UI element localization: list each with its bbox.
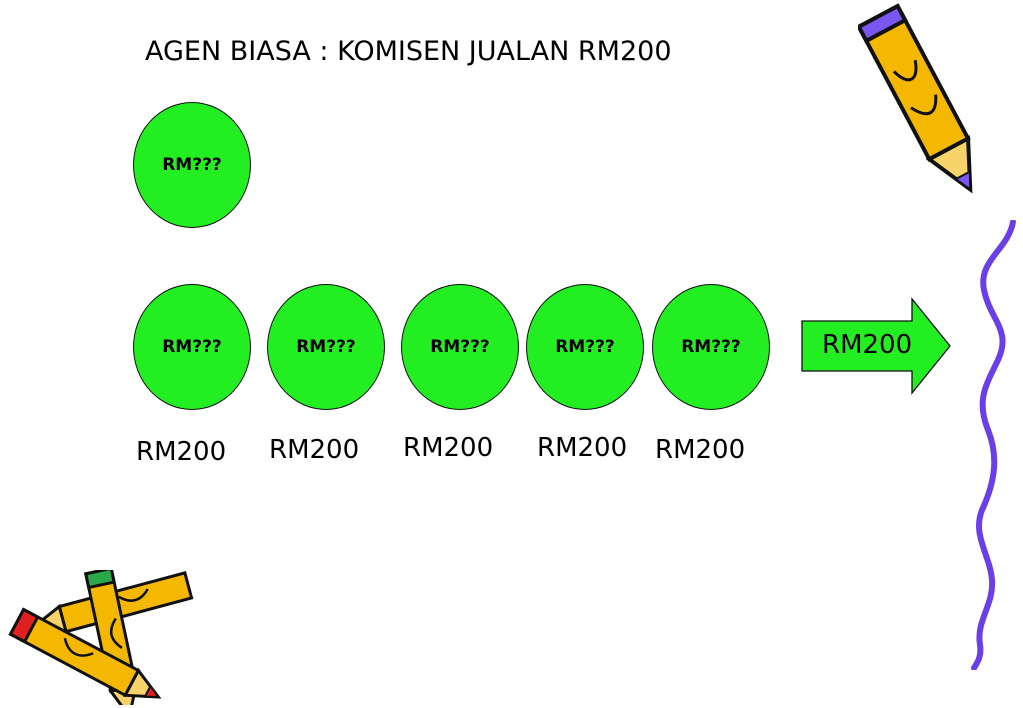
node-5: RM??? [652, 284, 770, 410]
pencil-icon [858, 3, 973, 194]
node-label: RM??? [296, 337, 356, 357]
node-amount: RM200 [655, 435, 746, 465]
page-title: AGEN BIASA : KOMISEN JUALAN RM200 [145, 36, 672, 67]
top-node-label: RM??? [162, 155, 222, 175]
node-amount: RM200 [537, 433, 628, 463]
node-label: RM??? [681, 337, 741, 357]
node-1: RM??? [133, 284, 251, 410]
node-4: RM??? [526, 284, 644, 410]
node-amount: RM200 [269, 435, 360, 465]
node-label: RM??? [430, 337, 490, 357]
top-node: RM??? [133, 102, 251, 228]
node-3: RM??? [401, 284, 519, 410]
node-label: RM??? [162, 337, 222, 357]
crossed-pencils-icon [8, 570, 194, 705]
right-arrow-shape [801, 297, 951, 395]
node-label: RM??? [555, 337, 615, 357]
node-2: RM??? [267, 284, 385, 410]
node-amount: RM200 [136, 437, 227, 467]
node-amount: RM200 [403, 433, 494, 463]
wavy-border-decoration [971, 220, 1016, 670]
arrow-label: RM200 [822, 330, 913, 360]
